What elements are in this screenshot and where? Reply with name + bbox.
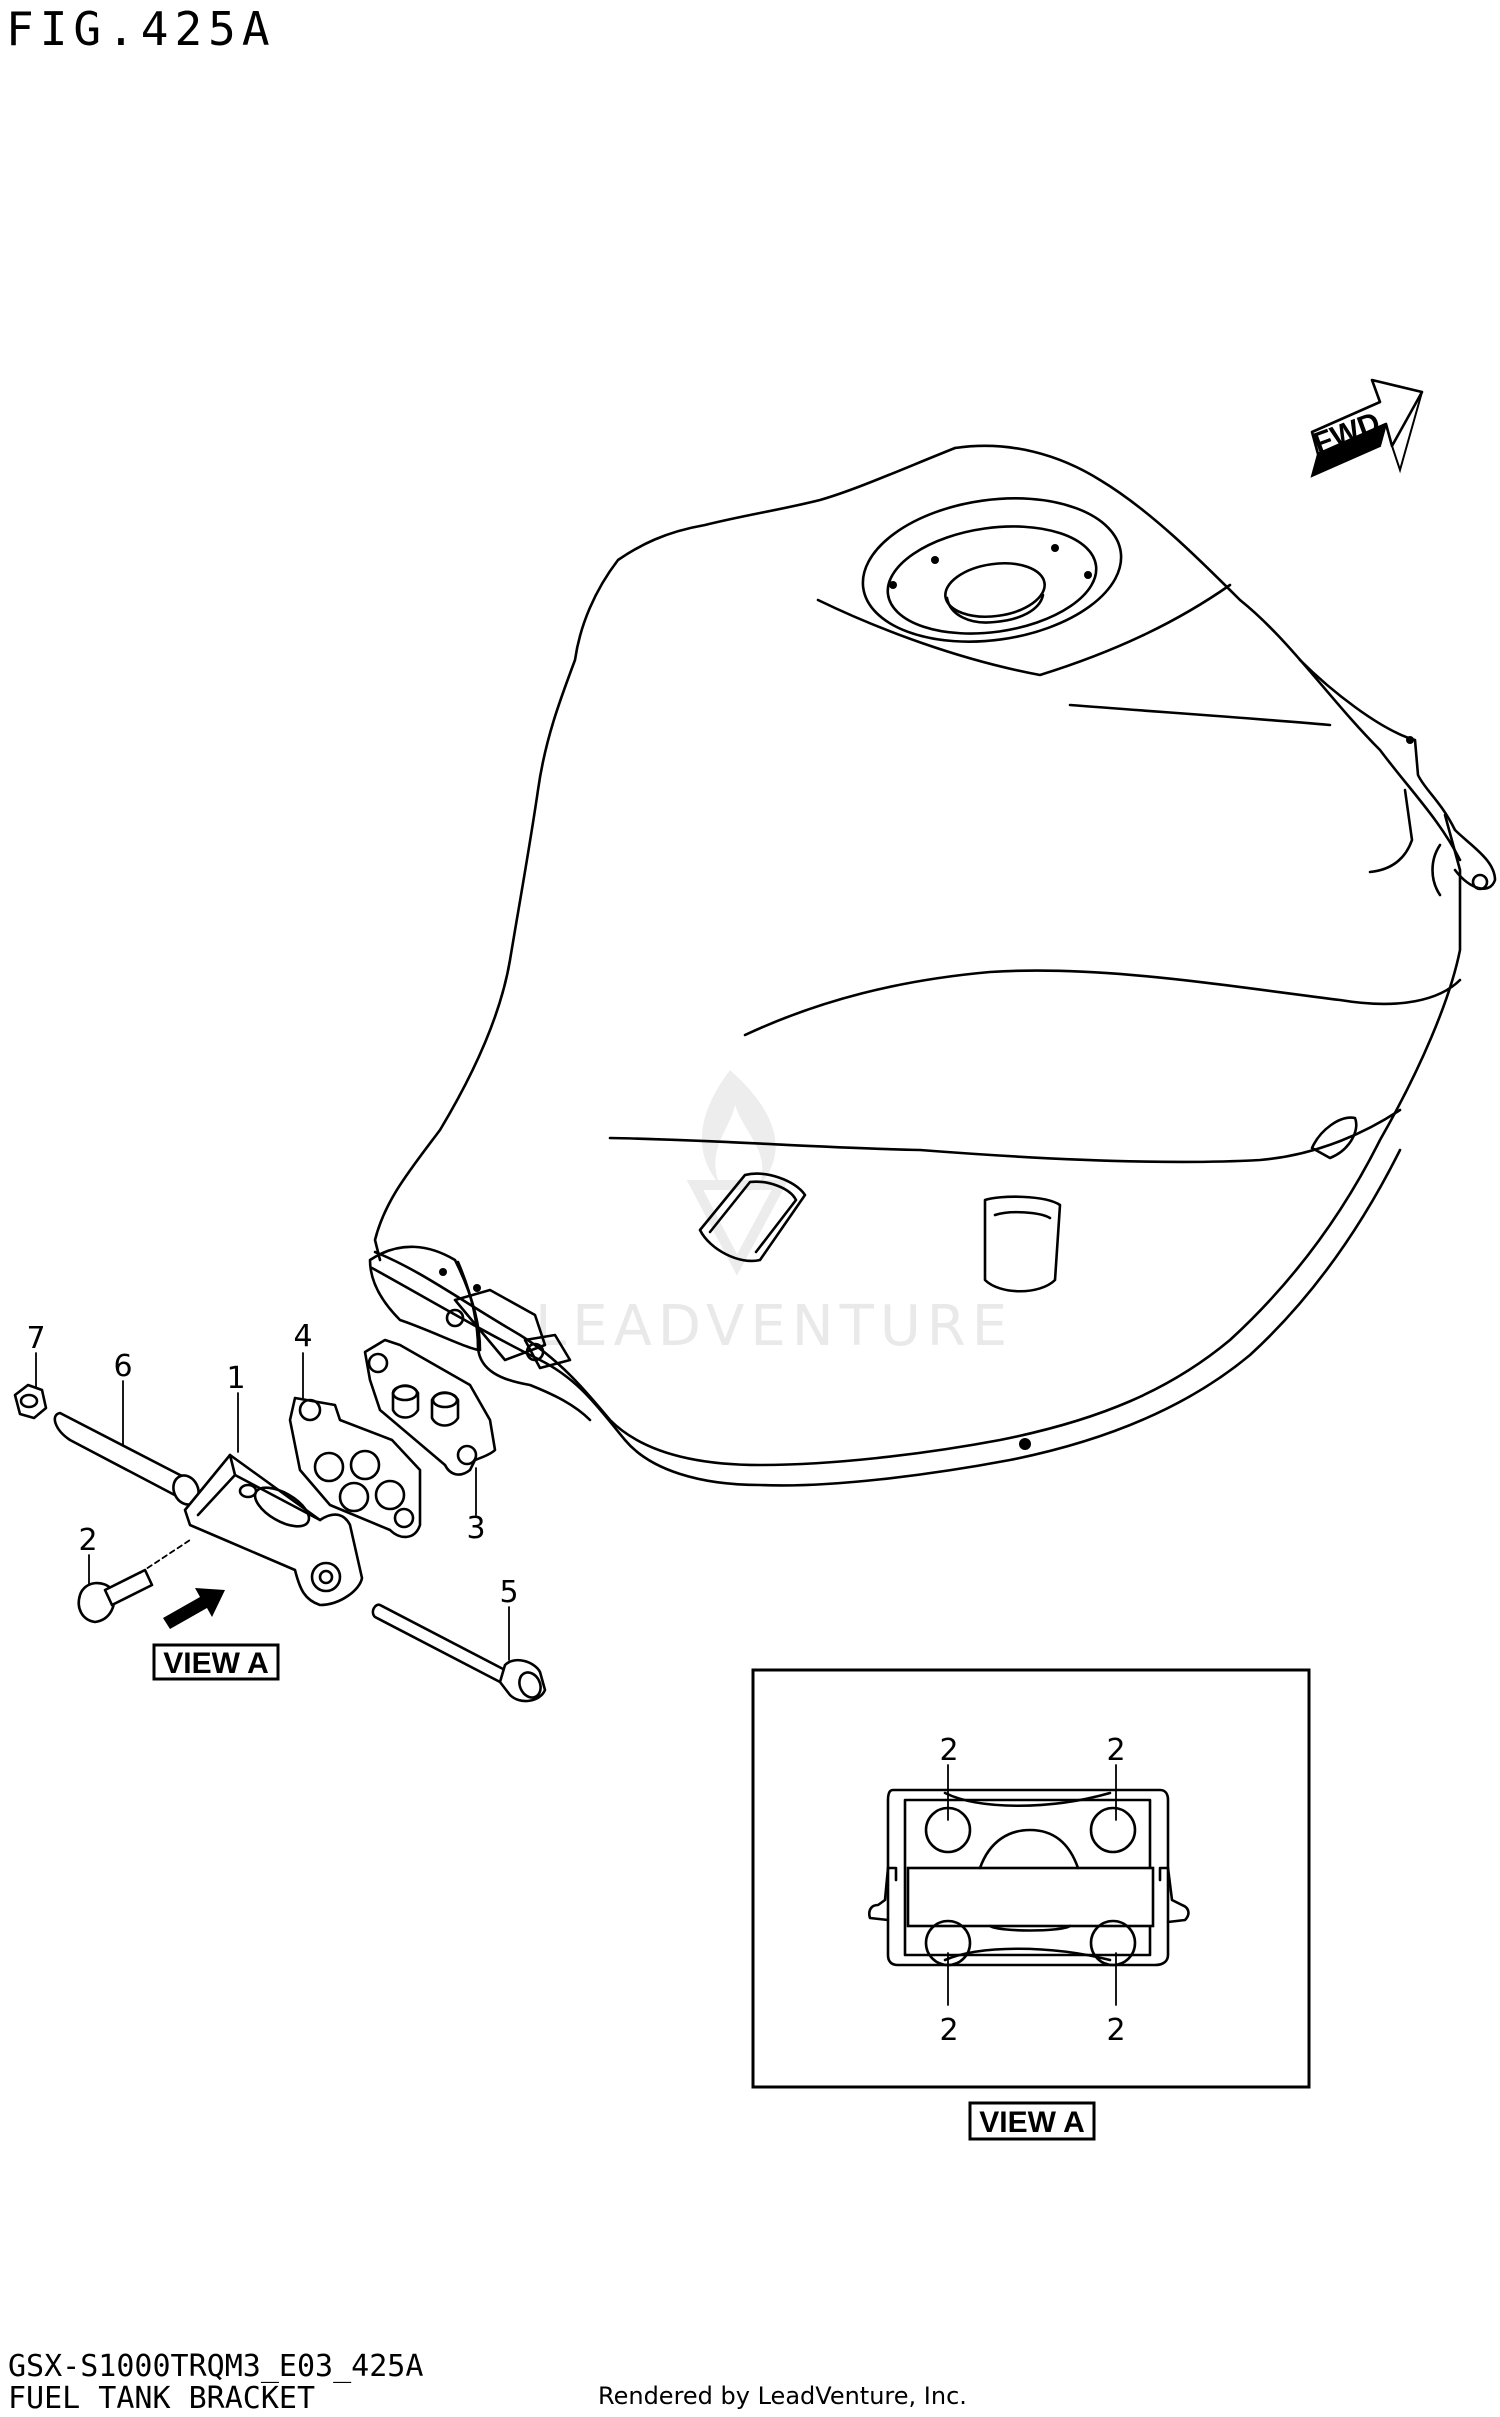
part-3-mount-bracket bbox=[363, 1338, 497, 1516]
callout-5: 5 bbox=[499, 1575, 518, 1610]
callout-1: 1 bbox=[226, 1361, 245, 1396]
view-a-detail: 2 2 2 2 bbox=[751, 1668, 1311, 2089]
leadventure-watermark: LEADVENTURE bbox=[535, 1070, 1013, 1359]
fuel-tank bbox=[368, 444, 1497, 1487]
detail-callout-top-right: 2 bbox=[1106, 1733, 1125, 1768]
figure-name: FUEL TANK BRACKET bbox=[8, 2381, 316, 2416]
detail-callout-bottom-right: 2 bbox=[1106, 2013, 1125, 2048]
callout-labels: 1 2 3 4 5 6 7 bbox=[26, 1319, 518, 1610]
figure-title: FIG.425A bbox=[6, 2, 276, 56]
figure-code: GSX-S1000TRQM3_E03_425A bbox=[8, 2349, 424, 2384]
part-7-nut bbox=[13, 1352, 48, 1420]
callout-2: 2 bbox=[78, 1523, 97, 1558]
callout-7: 7 bbox=[26, 1321, 45, 1356]
rendered-by-credit: Rendered by LeadVenture, Inc. bbox=[598, 2382, 967, 2410]
view-a-arrow-label: VIEW A bbox=[163, 1647, 269, 1680]
view-arrow-icon bbox=[163, 1588, 225, 1629]
part-2-bolt bbox=[77, 1539, 191, 1624]
view-a-direction-arrow: VIEW A bbox=[152, 1588, 280, 1681]
detail-callout-bottom-left: 2 bbox=[939, 2013, 958, 2048]
view-a-detail-label: VIEW A bbox=[979, 2106, 1085, 2139]
callout-3: 3 bbox=[466, 1511, 485, 1546]
view-a-detail-label-box: VIEW A bbox=[968, 2101, 1096, 2141]
part-5-long-bolt bbox=[371, 1603, 547, 1703]
callout-6: 6 bbox=[113, 1349, 132, 1384]
part-6-collar bbox=[53, 1380, 200, 1506]
part-1-bracket bbox=[183, 1392, 364, 1607]
detail-callout-top-left: 2 bbox=[939, 1733, 958, 1768]
forward-direction-badge: FWD bbox=[1309, 378, 1424, 478]
watermark-text: LEADVENTURE bbox=[535, 1294, 1013, 1359]
callout-4: 4 bbox=[293, 1319, 312, 1354]
part-4-plate bbox=[288, 1352, 422, 1539]
